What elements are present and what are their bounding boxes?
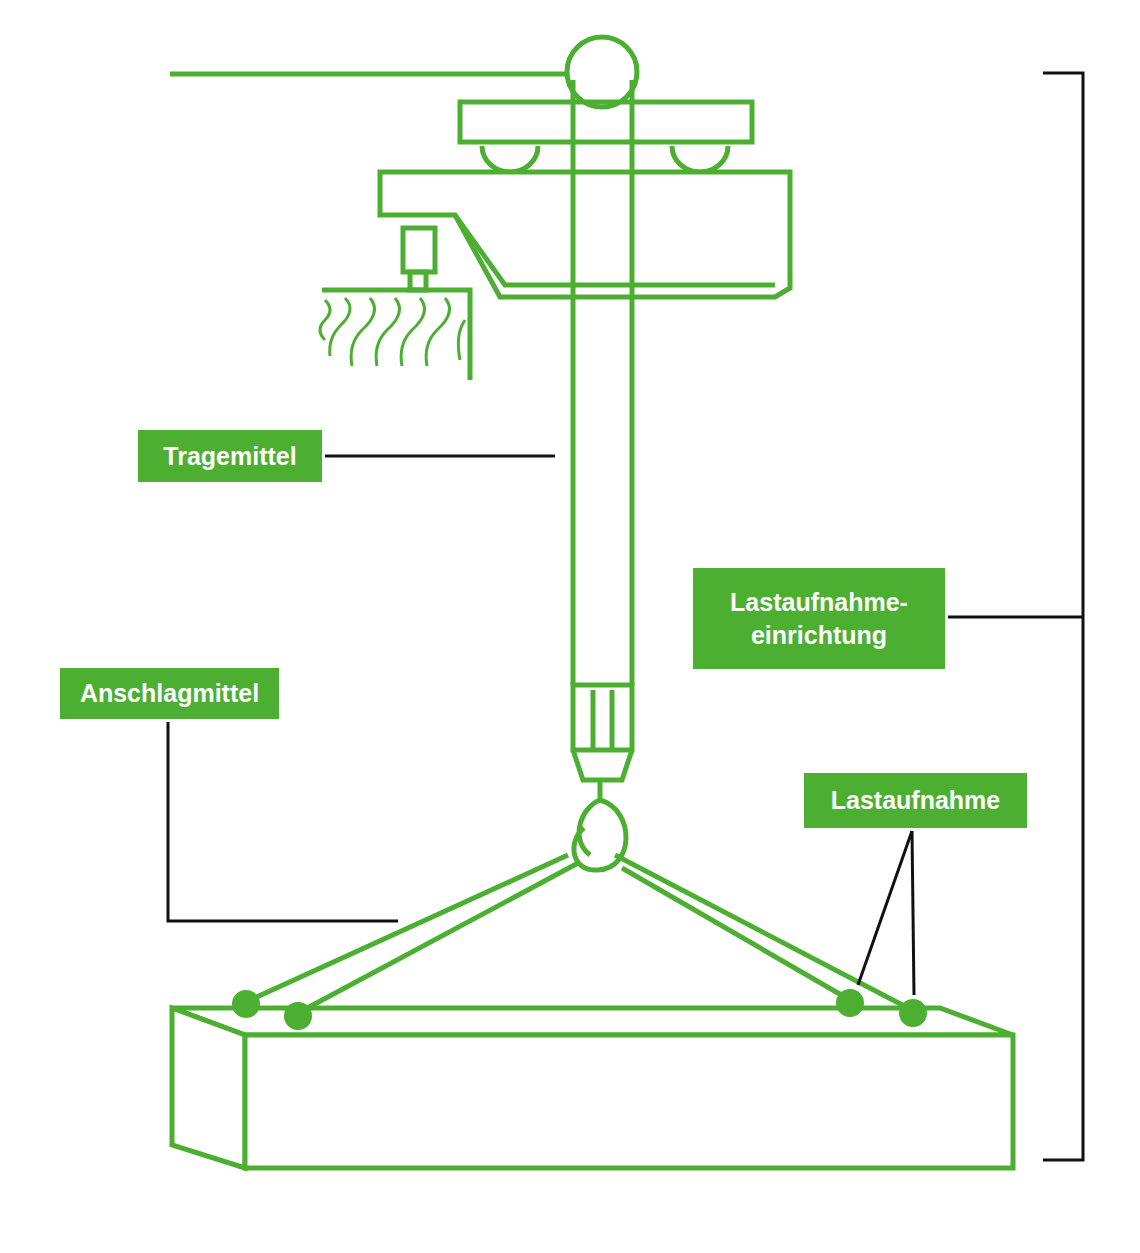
label-text: Lastaufnahme- einrichtung <box>709 586 929 651</box>
label-box: Lastaufnahme <box>804 773 1027 828</box>
leader-line <box>168 722 398 921</box>
trolley-wheels <box>482 146 728 172</box>
rope <box>630 80 635 685</box>
lifting-points <box>232 989 927 1030</box>
sling <box>246 855 568 1002</box>
trolley <box>460 102 752 142</box>
label-box: Tragemittel <box>138 430 322 482</box>
hook-block-line <box>591 690 596 750</box>
leader-line <box>912 831 914 995</box>
ground-edge <box>322 290 470 380</box>
label-box: Anschlagmittel <box>60 668 279 719</box>
leader-line <box>948 616 1083 619</box>
ground-hatch <box>320 298 465 366</box>
leader-line <box>858 831 912 985</box>
hook-inner <box>579 800 600 855</box>
beam-edge <box>455 215 775 285</box>
sling <box>622 868 850 1000</box>
pulley <box>567 37 637 107</box>
label-text: Tragemittel <box>163 440 296 473</box>
leader-line <box>325 455 555 458</box>
load-side <box>172 1008 245 1168</box>
support <box>403 228 435 272</box>
rope <box>571 80 576 685</box>
crane-beam <box>380 172 790 297</box>
label-text: Anschlagmittel <box>80 677 259 710</box>
support-foot <box>410 272 426 290</box>
sling <box>298 862 580 1013</box>
hook-block-line <box>610 690 615 750</box>
hook-block-base <box>573 750 632 780</box>
label-text: Lastaufnahme <box>831 784 1000 817</box>
load-front <box>245 1035 1013 1168</box>
sling <box>615 855 912 1010</box>
rail-line <box>170 72 600 77</box>
label-box: Lastaufnahme- einrichtung <box>693 568 945 669</box>
hook-block <box>573 685 632 750</box>
